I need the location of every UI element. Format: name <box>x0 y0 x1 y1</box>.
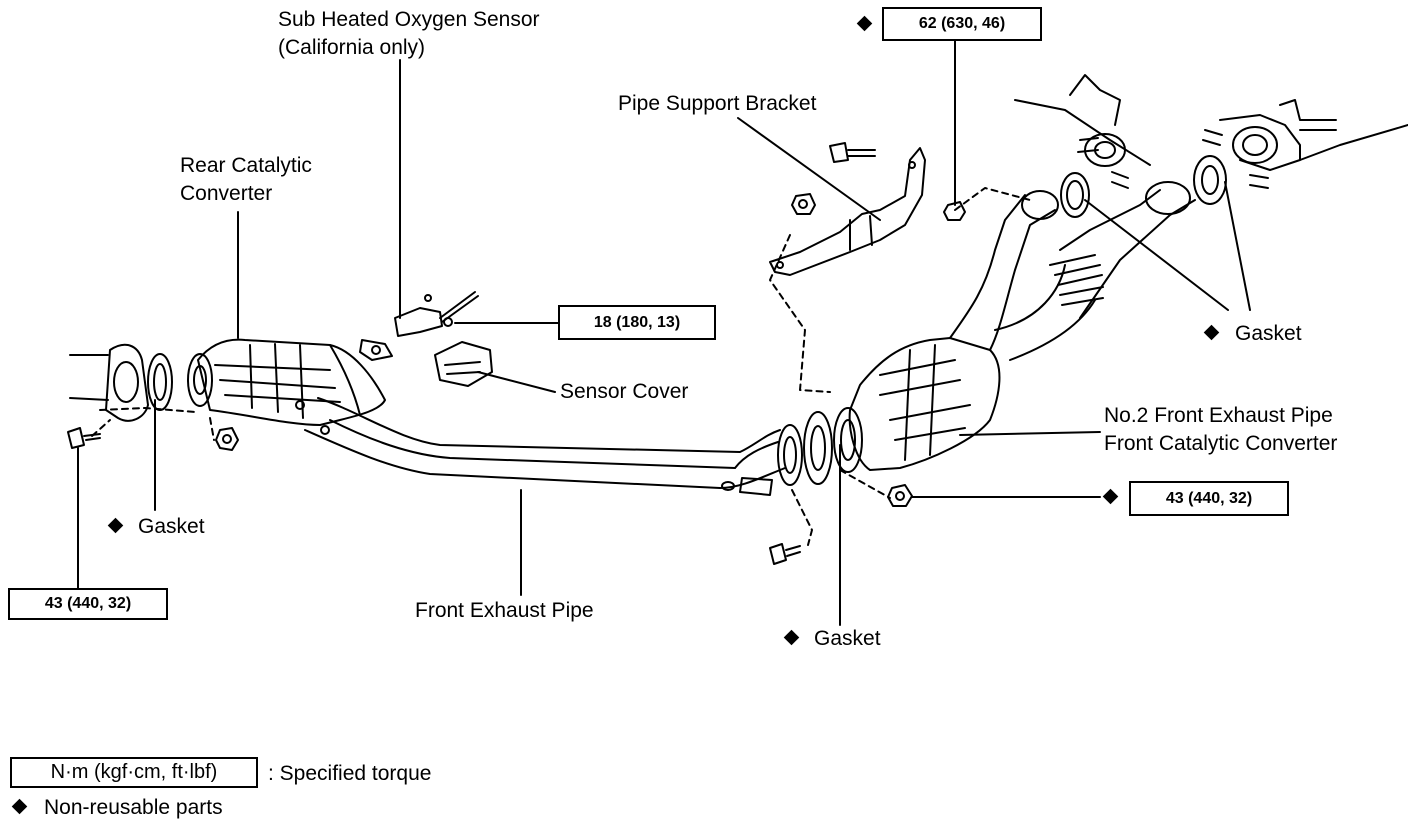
leader-lines <box>77 39 1251 626</box>
bracket-nut-shape <box>791 193 816 215</box>
lower-bolt-shape <box>769 543 801 565</box>
gasket-center-label: Gasket <box>814 627 881 650</box>
front-catalytic-converter-label: Front Catalytic Converter <box>1104 432 1338 455</box>
manifold-shape <box>1014 74 1408 189</box>
right-nut-shape <box>887 484 913 507</box>
pipe-support-bracket-label: Pipe Support Bracket <box>618 92 817 115</box>
legend-torque-unit-box: N·m (kgf·cm, ft·lbf) <box>10 757 258 788</box>
left-nut-shape <box>215 427 239 451</box>
front-exhaust-pipe-label: Front Exhaust Pipe <box>415 599 594 622</box>
bracket-bolt-shape <box>829 142 876 163</box>
torque-box-sensor: 18 (180, 13) <box>558 305 716 340</box>
pipe-flanges-shape <box>1021 155 1227 220</box>
sub-heated-oxygen-sensor-label-line1: Sub Heated Oxygen Sensor <box>278 8 540 31</box>
left-gasket-shape <box>147 353 173 411</box>
left-flange-shape <box>69 343 149 422</box>
rear-catalytic-converter-shape <box>187 338 386 435</box>
torque-box-top: 62 (630, 46) <box>882 7 1042 41</box>
no2-front-exhaust-pipe-label: No.2 Front Exhaust Pipe <box>1104 404 1333 427</box>
rear-catalytic-converter-label-line1: Rear Catalytic <box>180 154 312 177</box>
gasket-left-label: Gasket <box>138 515 205 538</box>
sub-heated-oxygen-sensor-label-line2: (California only) <box>278 36 426 59</box>
front-exhaust-pipe-shape <box>304 397 786 496</box>
left-bolt-shape <box>67 427 101 449</box>
front-catalytic-converter-shape <box>848 337 1001 471</box>
sub-heated-oxygen-sensor-shape <box>394 291 479 337</box>
sensor-gasket-shape <box>359 339 393 361</box>
legend-non-reusable-label: Non-reusable parts <box>44 796 223 819</box>
sensor-cover-shape <box>434 341 493 387</box>
torque-box-left: 43 (440, 32) <box>8 588 168 620</box>
gasket-right-label: Gasket <box>1235 322 1302 345</box>
rear-catalytic-converter-label-line2: Converter <box>180 182 273 205</box>
torque-box-right: 43 (440, 32) <box>1129 481 1289 516</box>
center-joint-shape <box>777 407 863 486</box>
sensor-cover-label: Sensor Cover <box>560 380 689 403</box>
top-nut-shape <box>943 201 966 221</box>
legend-torque-description: : Specified torque <box>268 762 432 785</box>
no2-front-pipe-shape <box>949 189 1196 361</box>
pipe-support-bracket-shape <box>769 147 926 276</box>
